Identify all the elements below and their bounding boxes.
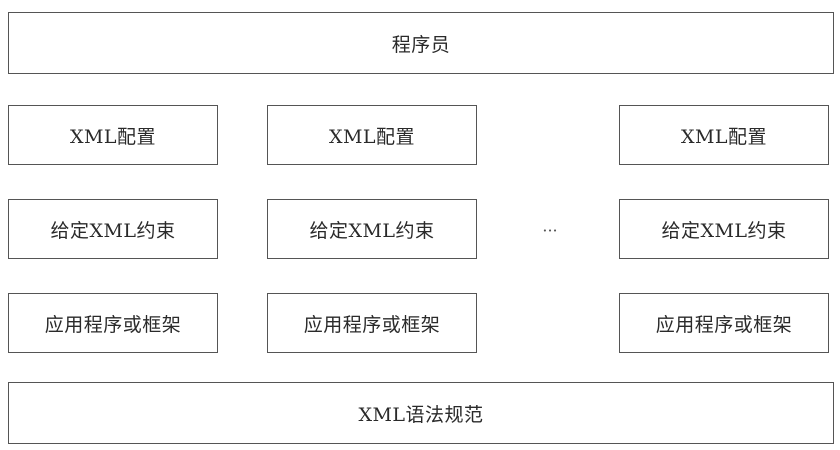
ellipsis-indicator: ··· bbox=[542, 220, 558, 240]
xml-config-box-1: XML配置 bbox=[8, 105, 218, 165]
xml-constraint-box-3: 给定XML约束 bbox=[619, 199, 829, 259]
xml-constraint-label-3: 给定XML约束 bbox=[661, 219, 787, 242]
app-framework-label-3: 应用程序或框架 bbox=[655, 313, 793, 336]
xml-config-box-3: XML配置 bbox=[619, 105, 829, 165]
xml-config-label-3: XML配置 bbox=[680, 125, 768, 148]
programmer-box: 程序员 bbox=[8, 12, 834, 74]
xml-config-label-1: XML配置 bbox=[69, 125, 157, 148]
app-framework-box-2: 应用程序或框架 bbox=[267, 293, 477, 353]
xml-syntax-spec-box: XML语法规范 bbox=[8, 382, 834, 444]
programmer-label: 程序员 bbox=[391, 33, 451, 56]
app-framework-box-1: 应用程序或框架 bbox=[8, 293, 218, 353]
xml-constraint-label-2: 给定XML约束 bbox=[309, 219, 435, 242]
app-framework-box-3: 应用程序或框架 bbox=[619, 293, 829, 353]
xml-syntax-spec-label: XML语法规范 bbox=[358, 403, 484, 426]
xml-config-box-2: XML配置 bbox=[267, 105, 477, 165]
xml-config-label-2: XML配置 bbox=[328, 125, 416, 148]
xml-constraint-box-1: 给定XML约束 bbox=[8, 199, 218, 259]
app-framework-label-1: 应用程序或框架 bbox=[44, 313, 182, 336]
app-framework-label-2: 应用程序或框架 bbox=[303, 313, 441, 336]
xml-constraint-label-1: 给定XML约束 bbox=[50, 219, 176, 242]
xml-constraint-box-2: 给定XML约束 bbox=[267, 199, 477, 259]
